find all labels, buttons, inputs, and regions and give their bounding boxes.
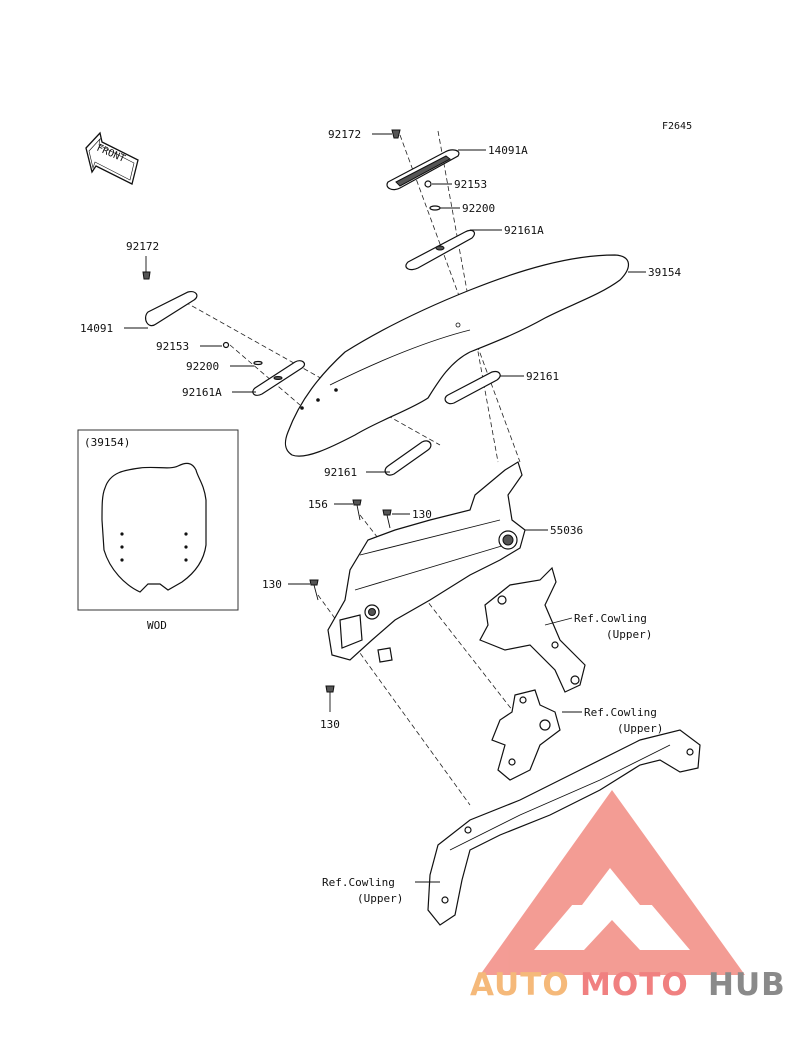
watermark-auto: AUTO [470,967,570,1003]
label-92161a-top: 92161A [504,224,544,237]
windshield [284,254,629,457]
cowling-stay-upper [479,566,586,693]
ref-cowling-1-line2: (Upper) [606,628,652,641]
label-92153-top: 92153 [454,178,487,191]
clips [384,371,501,476]
ref-cowling-2-line2: (Upper) [617,722,663,735]
label-92161-bottom: 92161 [324,466,357,479]
cowling-stay-lower [427,729,701,926]
label-14091-left: 14091 [80,322,113,335]
label-39154: 39154 [648,266,681,279]
leader-lines [124,133,646,883]
label-55036: 55036 [550,524,583,537]
label-14091a-top: 14091A [488,144,528,157]
label-92161a-left: 92161A [182,386,222,399]
inset-caption: WOD [147,619,167,632]
label-92172-left: 92172 [126,240,159,253]
top-hardware [386,129,476,271]
watermark-logo [480,790,745,975]
label-92161-right: 92161 [526,370,559,383]
ref-cowling-1-line1: Ref.Cowling [574,612,647,625]
inset-box: (39154) WOD [77,429,239,632]
ref-cowling-3-line2: (Upper) [357,892,403,905]
ref-cowling-2-line1: Ref.Cowling [584,706,657,719]
label-92200-left: 92200 [186,360,219,373]
label-130-a: 130 [412,508,432,521]
figure-code: F2645 [662,121,692,132]
label-92153-left: 92153 [156,340,189,353]
left-hardware [142,271,306,396]
watermark-hub: HUB [708,967,786,1003]
watermark-moto: MOTO [580,967,689,1003]
label-92200-top: 92200 [462,202,495,215]
inset-ref-number: (39154) [84,436,130,449]
bolts [309,499,392,693]
cowling-plate [491,689,561,781]
label-130-b: 130 [262,578,282,591]
label-156: 156 [308,498,328,511]
ref-cowling-3-line1: Ref.Cowling [322,876,395,889]
front-arrow-icon: FRONT [85,131,139,185]
part-labels: 92172 14091A 92153 92200 92161A 39154 92… [80,128,681,905]
windshield-bracket [327,461,526,663]
watermark-text: AUTO MOTO HUB [470,967,786,1003]
label-130-c: 130 [320,718,340,731]
label-92172-top: 92172 [328,128,361,141]
